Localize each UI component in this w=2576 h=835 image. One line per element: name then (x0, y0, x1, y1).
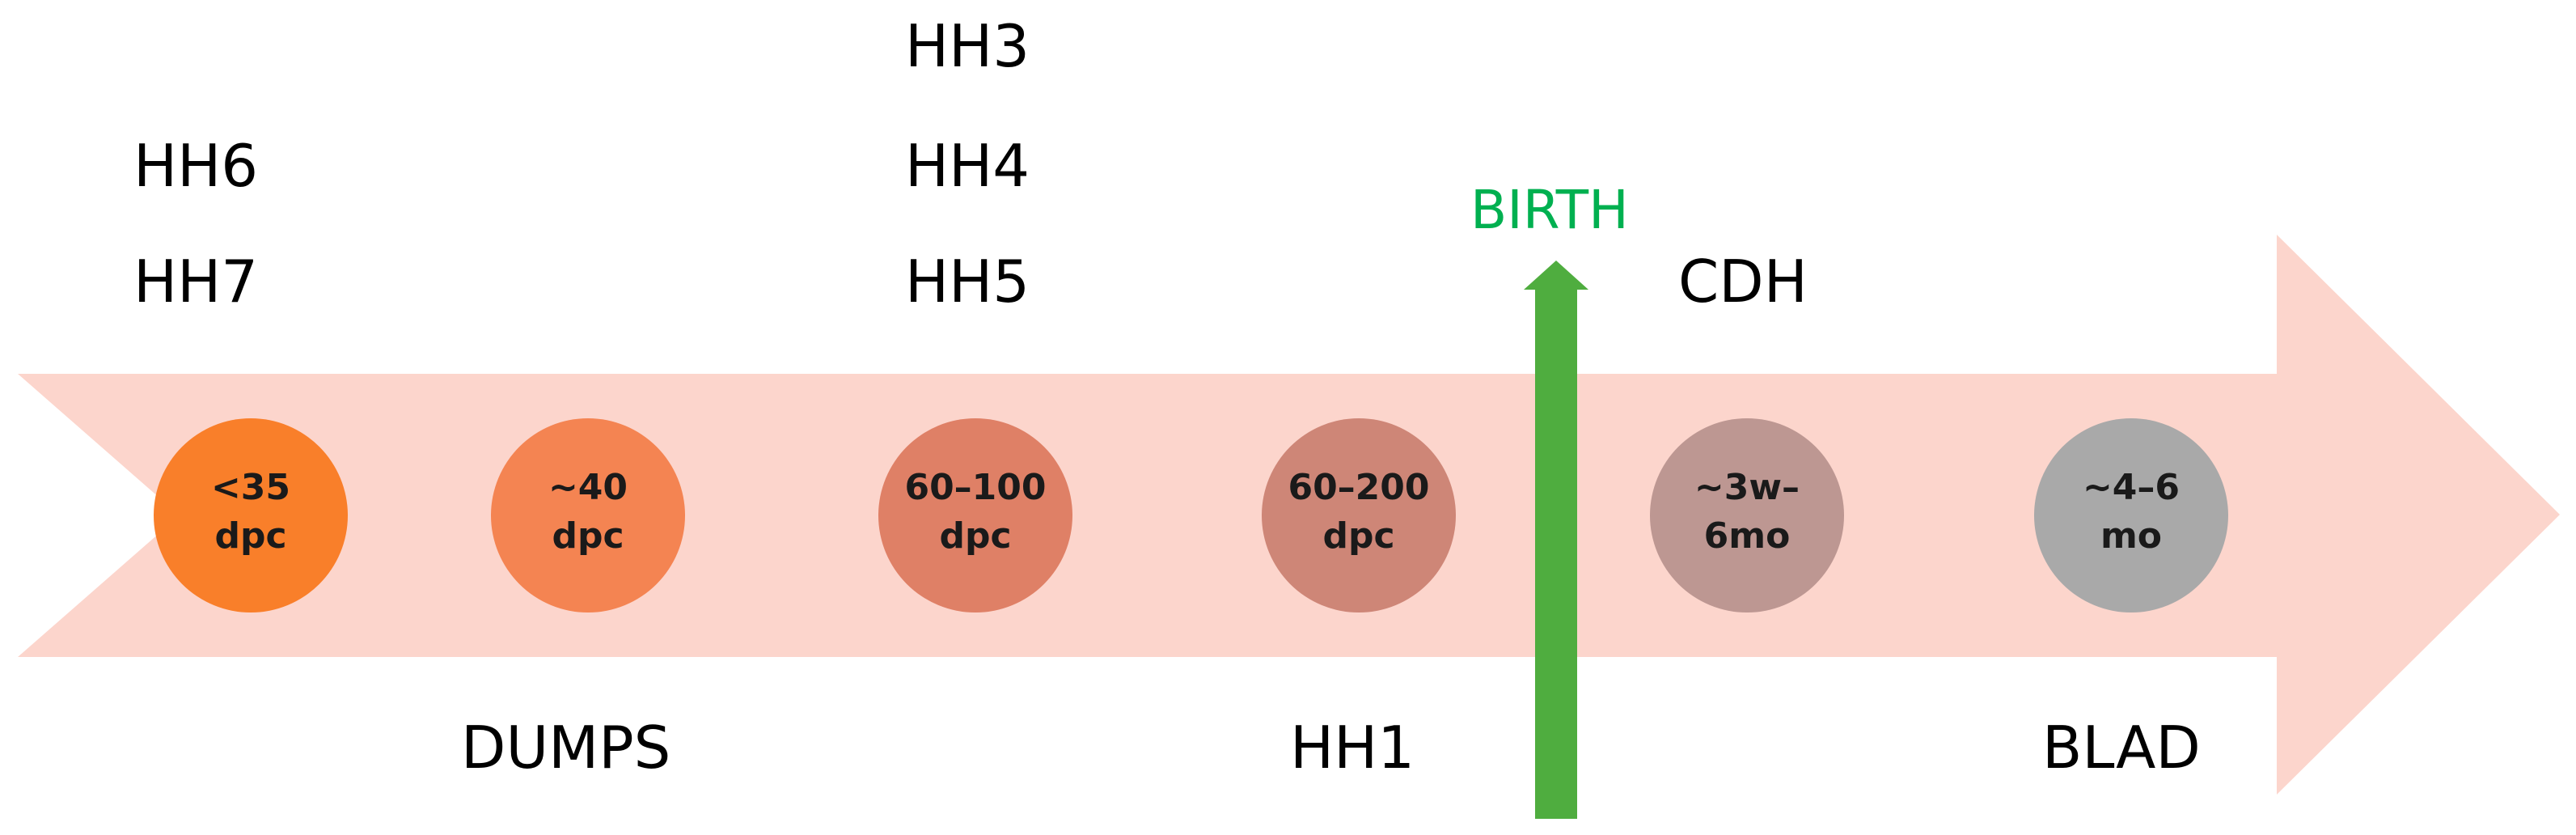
stage-1-line1: <35 (211, 467, 290, 508)
birth-label: BIRTH (1470, 179, 1629, 241)
stage-6: ~4–6 mo (2034, 418, 2228, 612)
label-hh1: HH1 (1290, 714, 1415, 782)
label-hh4: HH4 (905, 132, 1030, 200)
stage-circle-6 (2034, 418, 2228, 612)
stage-circle-4 (1262, 418, 1456, 612)
label-hh5: HH5 (905, 248, 1030, 316)
stage-1: <35 dpc (154, 418, 348, 612)
stage-3-line1: 60–100 (904, 467, 1046, 508)
stage-5: ~3w– 6mo (1650, 418, 1844, 612)
stage-circles: <35 dpc ~40 dpc 60–100 dpc 60–200 dpc ~3… (154, 418, 2228, 612)
stage-circle-2 (491, 418, 685, 612)
stage-2-line1: ~40 (548, 467, 628, 508)
stage-3: 60–100 dpc (878, 418, 1072, 612)
label-hh6: HH6 (133, 132, 258, 200)
stage-1-line2: dpc (214, 515, 286, 557)
labels-above: HH6 HH7 HH3 HH4 HH5 CDH (133, 12, 1808, 316)
stage-4-line1: 60–200 (1288, 467, 1429, 508)
birth-arrow-shaft (1535, 287, 1577, 819)
stage-circle-3 (878, 418, 1072, 612)
labels-below: DUMPS HH1 BLAD (461, 714, 2201, 782)
stage-circle-1 (154, 418, 348, 612)
label-cdh: CDH (1678, 248, 1808, 316)
label-dumps: DUMPS (461, 714, 670, 782)
stage-5-line1: ~3w– (1694, 467, 1800, 508)
stage-circle-5 (1650, 418, 1844, 612)
label-hh7: HH7 (133, 248, 258, 316)
stage-5-line2: 6mo (1704, 515, 1791, 557)
stage-2: ~40 dpc (491, 418, 685, 612)
birth-arrow-head (1524, 261, 1588, 290)
label-blad: BLAD (2042, 714, 2201, 782)
stage-6-line1: ~4–6 (2083, 467, 2180, 508)
birth-marker: BIRTH (1470, 179, 1629, 819)
stage-4-line2: dpc (1322, 515, 1394, 557)
stage-2-line2: dpc (552, 515, 624, 557)
stage-3-line2: dpc (939, 515, 1011, 557)
label-hh3: HH3 (905, 12, 1030, 80)
stage-6-line2: mo (2100, 515, 2162, 557)
stage-4: 60–200 dpc (1262, 418, 1456, 612)
